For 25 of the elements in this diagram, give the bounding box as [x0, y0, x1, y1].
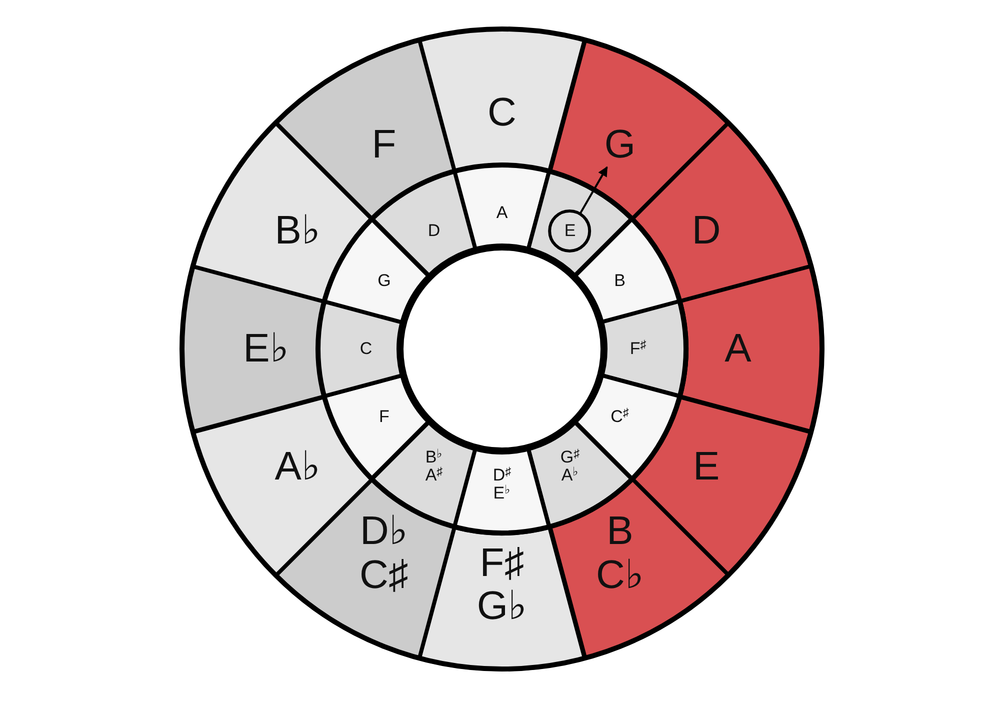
note-label: C — [488, 91, 516, 135]
note-label: D — [692, 209, 721, 253]
note-label: F — [372, 123, 396, 166]
note-label: F — [379, 408, 390, 426]
note-label: C — [360, 340, 372, 358]
note-label: C$^{♯}$ — [610, 408, 629, 426]
note-label: F$^{♯}$ — [630, 340, 646, 358]
note-label: D♭ C♯ — [360, 510, 408, 597]
note-label: E — [693, 445, 720, 489]
note-label: B — [614, 272, 626, 290]
note-label: F♯ G♭ — [476, 542, 528, 628]
note-label: G — [604, 123, 636, 166]
note-label: G$^{♯}$ A$^{♭}$ — [560, 448, 580, 486]
note-label: A♭ — [274, 445, 320, 489]
note-label: A — [724, 327, 752, 371]
note-label: G — [378, 272, 391, 290]
note-label: B$^{♭}$ A$^{♯}$ — [425, 448, 443, 486]
note-label: B♭ — [274, 209, 320, 253]
note-label: E♭ — [243, 327, 289, 371]
note-label: D$^{♯}$ E$^{♭}$ — [492, 466, 512, 504]
note-label: A — [496, 204, 508, 222]
note-label: D — [428, 222, 440, 240]
note-label: B C♭ — [596, 510, 644, 597]
note-label: E — [564, 222, 576, 240]
arrow — [580, 166, 608, 214]
